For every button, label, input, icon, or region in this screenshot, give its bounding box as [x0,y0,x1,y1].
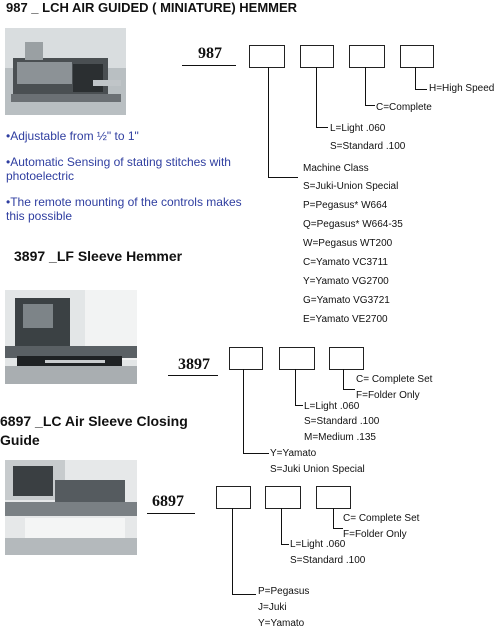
machine-class-item: Y=Yamato VG2700 [303,276,389,287]
code-underline [147,513,195,514]
code-box-machine-class [249,45,285,68]
leader-speed [415,67,416,89]
machine-class-heading: Machine Class [303,163,369,174]
option-standard: S=Standard .100 [304,416,380,427]
option-complete: C=Complete [376,102,432,113]
leader-set-tick [343,389,355,390]
machine-class-item: P=Pegasus* W664 [303,200,388,211]
option-yamato: Y=Yamato [270,448,317,459]
leader-machine [268,67,269,177]
machine-class-item: E=Yamato VE2700 [303,314,388,325]
leader-machine-tick [268,177,298,178]
product-code-987: 987 [198,45,222,62]
option-high-speed: H=High Speed [429,83,495,94]
option-complete-set: C= Complete Set [356,374,433,385]
option-standard: S=Standard .100 [330,141,406,152]
code-box-machine [216,486,251,509]
code-box-speed [400,45,434,68]
heading-6897: 6897 _LC Air Sleeve Closing Guide [0,413,188,448]
leader-machine-tick [232,594,256,595]
hemmer-987-photo [5,28,126,115]
code-underline [168,375,218,376]
leader-thread-tick [316,127,328,128]
leader-speed-tick [415,89,427,90]
option-folder-only: F=Folder Only [356,390,420,401]
code-box-thread [265,486,301,509]
leader-set [333,508,334,528]
machine-class-item: Q=Pegasus* W664-35 [303,219,403,230]
machine-class-item: W=Pegasus WT200 [303,238,393,249]
leader-thread [281,508,282,544]
leader-thread [295,369,296,405]
option-juki-union: S=Juki Union Special [270,464,365,475]
code-box-complete [349,45,385,68]
leader-machine [243,369,244,453]
leader-thread-tick [295,405,303,406]
leader-machine-tick [243,453,269,454]
leader-machine [232,508,233,594]
code-box-set [329,347,364,370]
feature-remote-mount: •The remote mounting of the controls mak… [6,195,242,223]
feature-auto-sensing: •Automatic Sensing of stating stitches w… [6,155,231,183]
feature-adjustable: •Adjustable from ½" to 1" [6,129,139,143]
heading-3897: 3897 _LF Sleeve Hemmer [14,248,183,264]
code-box-thread [300,45,334,68]
leader-thread [316,67,317,127]
machine-class-item: G=Yamato VG3721 [303,295,390,306]
product-code-3897: 3897 [178,356,210,373]
page-title: 987 _ LCH AIR GUIDED ( MINIATURE) HEMMER [6,0,298,15]
option-light: L=Light .060 [304,401,360,412]
machine-class-list: Machine Class S=Juki-Union Special P=Peg… [303,161,403,329]
leader-complete-tick [365,105,375,106]
leader-complete [365,67,366,105]
product-code-6897: 6897 [152,493,184,510]
option-pegasus: P=Pegasus [258,586,310,597]
option-standard: S=Standard .100 [290,555,366,566]
leader-thread-tick [281,544,289,545]
machine-class-item: S=Juki-Union Special [303,181,399,192]
code-box-machine [229,347,263,370]
option-complete-set: C= Complete Set [343,513,420,524]
closing-guide-6897-photo [5,460,137,555]
code-underline [182,65,236,66]
option-light: L=Light .060 [290,539,346,550]
hemmer-3897-photo [5,290,137,384]
option-yamato: Y=Yamato [258,618,305,629]
option-folder-only: F=Folder Only [343,529,407,540]
option-light: L=Light .060 [330,123,386,134]
code-box-thread [279,347,315,370]
machine-class-item: C=Yamato VC3711 [303,257,388,268]
leader-set-tick [333,528,343,529]
leader-set [343,369,344,389]
code-box-set [316,486,351,509]
option-medium: M=Medium .135 [304,432,376,443]
option-juki: J=Juki [258,602,287,613]
